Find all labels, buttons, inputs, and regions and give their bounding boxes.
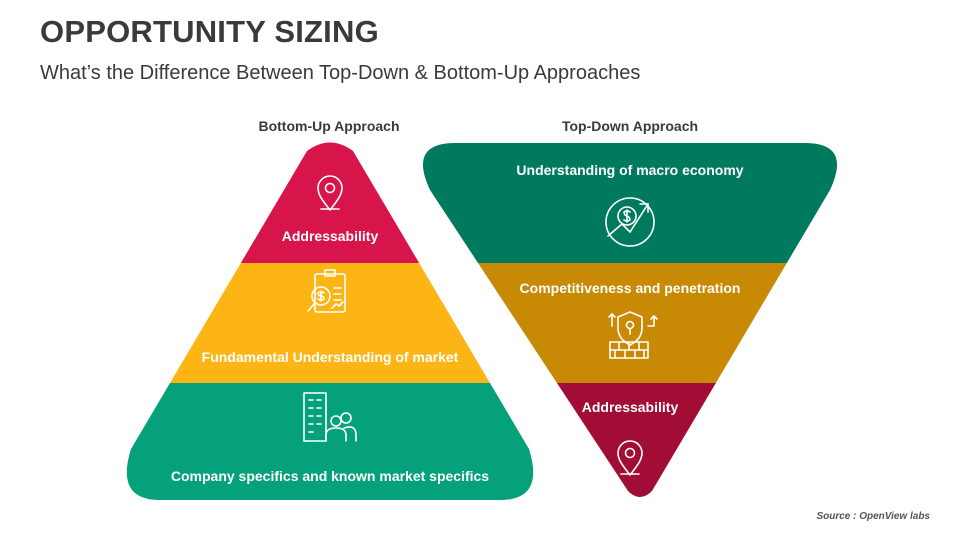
dollar-growth-icon <box>605 197 655 247</box>
bottom-up-heading: Bottom-Up Approach <box>258 118 400 134</box>
page-title: OPPORTUNITY SIZING <box>40 14 379 49</box>
bottom-up-level-2-label: Fundamental Understanding of market <box>202 349 459 365</box>
top-down-level-3-label: Addressability <box>582 399 679 415</box>
inverted-tier-macro-economy <box>422 143 838 263</box>
office-building-people-icon <box>303 392 357 442</box>
bottom-up-level-3-label: Company specifics and known market speci… <box>171 468 489 484</box>
location-pin-icon <box>617 440 643 476</box>
top-down-level-1-label: Understanding of macro economy <box>516 162 743 178</box>
page-subtitle: What’s the Difference Between Top-Down &… <box>40 62 641 84</box>
top-down-heading: Top-Down Approach <box>561 118 699 134</box>
shield-wall-icon <box>608 311 658 359</box>
bottom-up-level-1-label: Addressability <box>282 228 379 244</box>
financial-report-icon <box>307 269 346 313</box>
location-pin-icon <box>317 175 343 211</box>
top-down-level-2-label: Competitiveness and penetration <box>520 280 741 296</box>
pyramid-tier-company-specifics <box>126 383 534 500</box>
source-note: Source : OpenView labs <box>816 511 930 522</box>
